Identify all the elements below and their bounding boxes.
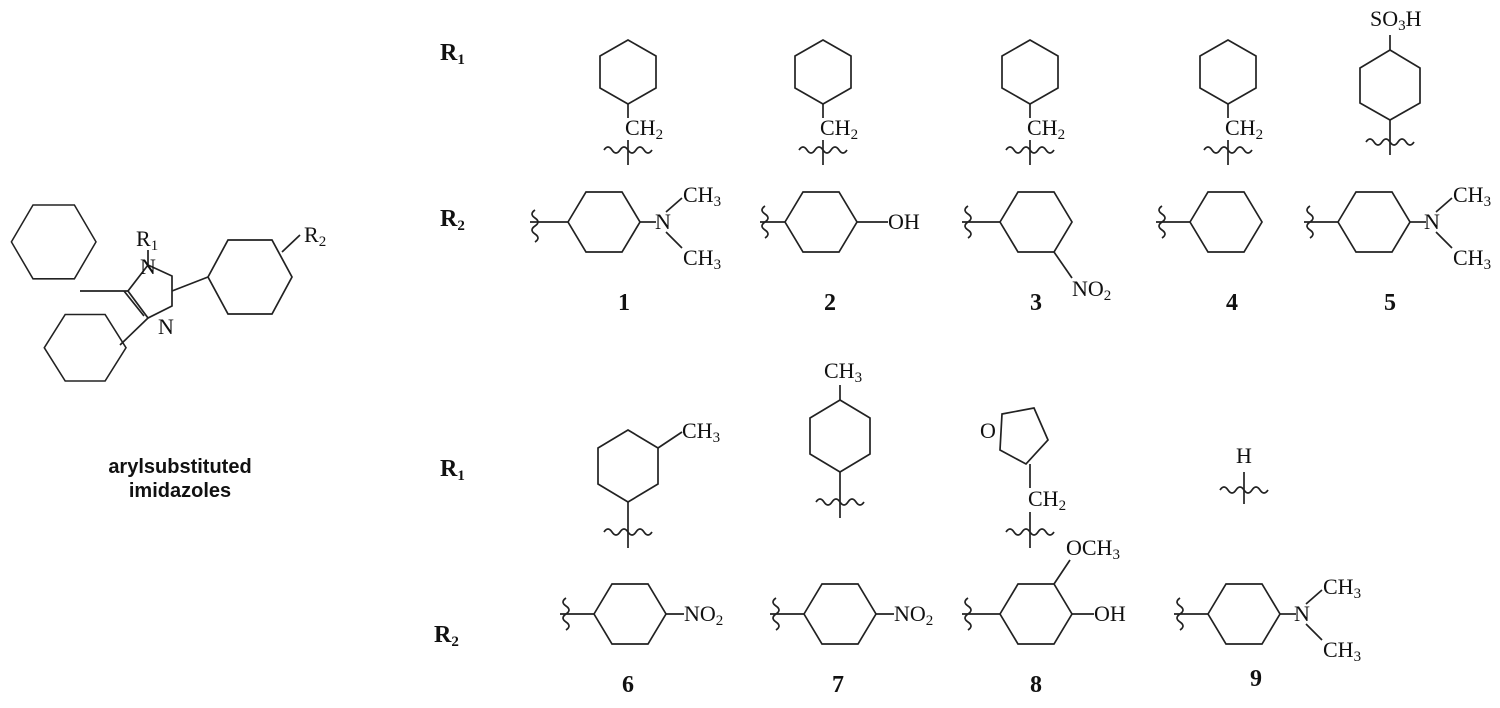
methylphenyl-group-6	[597, 429, 683, 548]
sulfophenyl-group-5	[1359, 35, 1421, 155]
row-label-r1-top: R1	[440, 40, 465, 68]
compound-number-7: 7	[832, 672, 844, 698]
phenyl-ring-lower-left	[43, 313, 127, 382]
no2-label-3: NO2	[1072, 276, 1112, 304]
ch3-lower-label-5: CH3	[1453, 245, 1492, 273]
hydroxyphenyl-group-2	[760, 191, 888, 253]
row-label-r2-top: R2	[440, 206, 465, 234]
n-label-9: N	[1294, 601, 1310, 626]
ch3-label-6: CH3	[682, 418, 721, 446]
aryl-ring-right	[207, 239, 293, 315]
dimethylaminophenyl-group-5	[1304, 191, 1453, 253]
compound-number-6: 6	[622, 672, 634, 698]
compound-number-5: 5	[1384, 290, 1396, 316]
figure-caption: arylsubstituted imidazoles	[60, 455, 300, 503]
oh-label-2: OH	[888, 209, 920, 234]
h-label-9: H	[1236, 443, 1252, 468]
core-r1-label: R1	[136, 226, 159, 254]
ch3-lower-label-1: CH3	[683, 245, 722, 273]
ch2-label-8: CH2	[1028, 486, 1067, 514]
dimethylaminophenyl-group-1	[530, 191, 683, 253]
core-n3-label: N	[158, 314, 174, 339]
compound-number-2: 2	[824, 290, 836, 316]
row-label-r1-bottom: R1	[440, 456, 465, 484]
methylphenyl-group-7	[809, 385, 871, 518]
benzyl-group-2	[794, 39, 852, 165]
phenyl-ring-upper-left	[10, 204, 97, 280]
och3-label-8: OCH3	[1066, 535, 1120, 563]
no2-label-6: NO2	[684, 601, 724, 629]
compound-number-4: 4	[1226, 290, 1238, 316]
compound-number-8: 8	[1030, 672, 1042, 698]
nitrophenyl-group-3	[962, 191, 1073, 279]
n-label-5: N	[1424, 209, 1440, 234]
ch2-label-4: CH2	[1225, 115, 1264, 143]
oh-label-8: OH	[1094, 601, 1126, 626]
hydrogen-group-9	[1219, 472, 1269, 504]
imidazole-ring	[126, 263, 173, 320]
benzyl-group-1	[599, 39, 657, 165]
benzyl-group-3	[1001, 39, 1059, 165]
phenyl-group-4	[1156, 191, 1263, 253]
furfuryl-group-8	[999, 407, 1055, 548]
core-r2-label: R2	[304, 222, 327, 250]
nitrophenyl-group-6	[560, 583, 684, 645]
ch2-label-1: CH2	[625, 115, 664, 143]
ch3-upper-label-5: CH3	[1453, 182, 1492, 210]
row-label-r2-bottom: R2	[434, 622, 459, 650]
core-n1-label: N	[140, 254, 156, 279]
ch3-label-7: CH3	[824, 358, 863, 386]
ch3-upper-label-9: CH3	[1323, 574, 1362, 602]
ch3-upper-label-1: CH3	[683, 182, 722, 210]
methoxyhydroxyphenyl-group-8	[962, 559, 1094, 645]
caption-line-2: imidazoles	[128, 480, 232, 502]
ch3-lower-label-9: CH3	[1323, 637, 1362, 665]
compound-number-9: 9	[1250, 666, 1262, 692]
no2-label-7: NO2	[894, 601, 934, 629]
dimethylaminophenyl-group-9	[1174, 583, 1323, 645]
o-label-8: O	[980, 418, 996, 443]
compound-number-1: 1	[618, 290, 630, 316]
ch2-label-2: CH2	[820, 115, 859, 143]
n-label-1: N	[655, 209, 671, 234]
benzyl-group-4	[1199, 39, 1257, 165]
nitrophenyl-group-7	[770, 583, 894, 645]
caption-line-1: arylsubstituted	[108, 456, 252, 478]
imidazole-core-structure	[10, 204, 301, 382]
ch2-label-3: CH2	[1027, 115, 1066, 143]
compound-number-3: 3	[1030, 290, 1042, 316]
so3h-label-5: SO3H	[1370, 6, 1422, 34]
